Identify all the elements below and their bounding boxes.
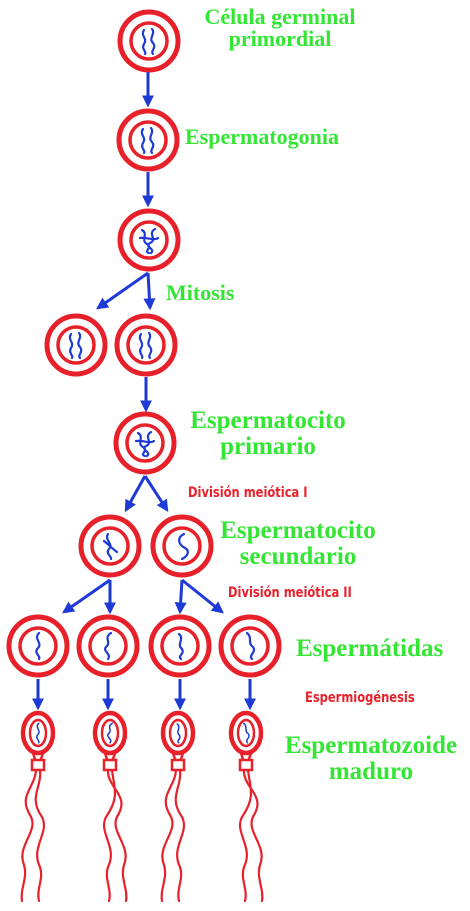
label-espermiogenesis: Espermiogénesis (305, 690, 415, 706)
cell-mitosis-daughter-left (44, 313, 108, 377)
cell-espermatogonia-replicating (117, 208, 181, 272)
cell-germinal-primordial (117, 9, 181, 73)
arrow-meiosis-1-right (143, 475, 169, 513)
label-line: primario (220, 432, 316, 460)
chromatin (178, 532, 189, 561)
arrow-meiosis-1-left (124, 475, 147, 513)
label-espermatogonia: Espermatogonia (185, 124, 339, 149)
chromatin (141, 27, 156, 56)
label-espermatocito-secundario: Espermatocito secundario (218, 518, 378, 569)
cell-espermatogonia (116, 108, 180, 172)
arrow-mitosis-left (96, 271, 149, 310)
cell-espermatocito-secundario-left (78, 514, 142, 578)
arrow-mitosis-right (143, 272, 156, 311)
cell-espermatocito-secundario-right (150, 514, 214, 578)
label-espermatozoide-maduro: Espermatozoide maduro (276, 733, 466, 784)
label-line: secundario (239, 542, 357, 570)
chromatin (104, 631, 113, 661)
label-mitosis: Mitosis (166, 280, 235, 305)
cell-espermatida-1 (6, 614, 70, 678)
chromatin (140, 126, 155, 155)
chromatin (68, 331, 83, 360)
cell-espermatida-2 (76, 614, 140, 678)
label-line: Espermatocito (220, 517, 376, 544)
sperm-2 (92, 710, 128, 903)
chromatin (138, 227, 160, 255)
label-line: maduro (328, 757, 414, 785)
chromatin (102, 532, 119, 561)
arrow-meiosis-2-right-a (174, 579, 187, 615)
cell-espermatida-4 (218, 614, 282, 678)
chromatin (134, 430, 156, 458)
cell-espermatida-3 (148, 614, 212, 678)
sperm-3 (160, 710, 196, 903)
chromatin (35, 631, 41, 661)
cell-mitosis-daughter-right (114, 313, 178, 377)
chromatin (177, 632, 184, 661)
chromatin (245, 631, 256, 661)
cell-espermatocito-primario (113, 411, 177, 475)
chromatin (138, 331, 153, 360)
label-espermatocito-primario: Espermatocito primario (188, 408, 348, 459)
label-line: Espermatozoide (284, 732, 458, 759)
arrow-meiosis-2-right-b (181, 578, 224, 614)
sperm-4 (228, 710, 264, 903)
label-division-meiotica-2: División meiótica II (228, 585, 352, 601)
label-celula-germinal-primordial: Célula germinal primordial (185, 4, 375, 52)
arrow-meiosis-2-left-a (62, 578, 111, 614)
label-division-meiotica-1: División meiótica I (188, 485, 308, 501)
label-line: Célula germinal (204, 4, 356, 29)
label-espermatidas: Espermátidas (296, 635, 444, 662)
label-line: Espermatocito (190, 407, 346, 434)
label-line: primordial (228, 26, 332, 52)
sperm-1 (20, 710, 56, 903)
